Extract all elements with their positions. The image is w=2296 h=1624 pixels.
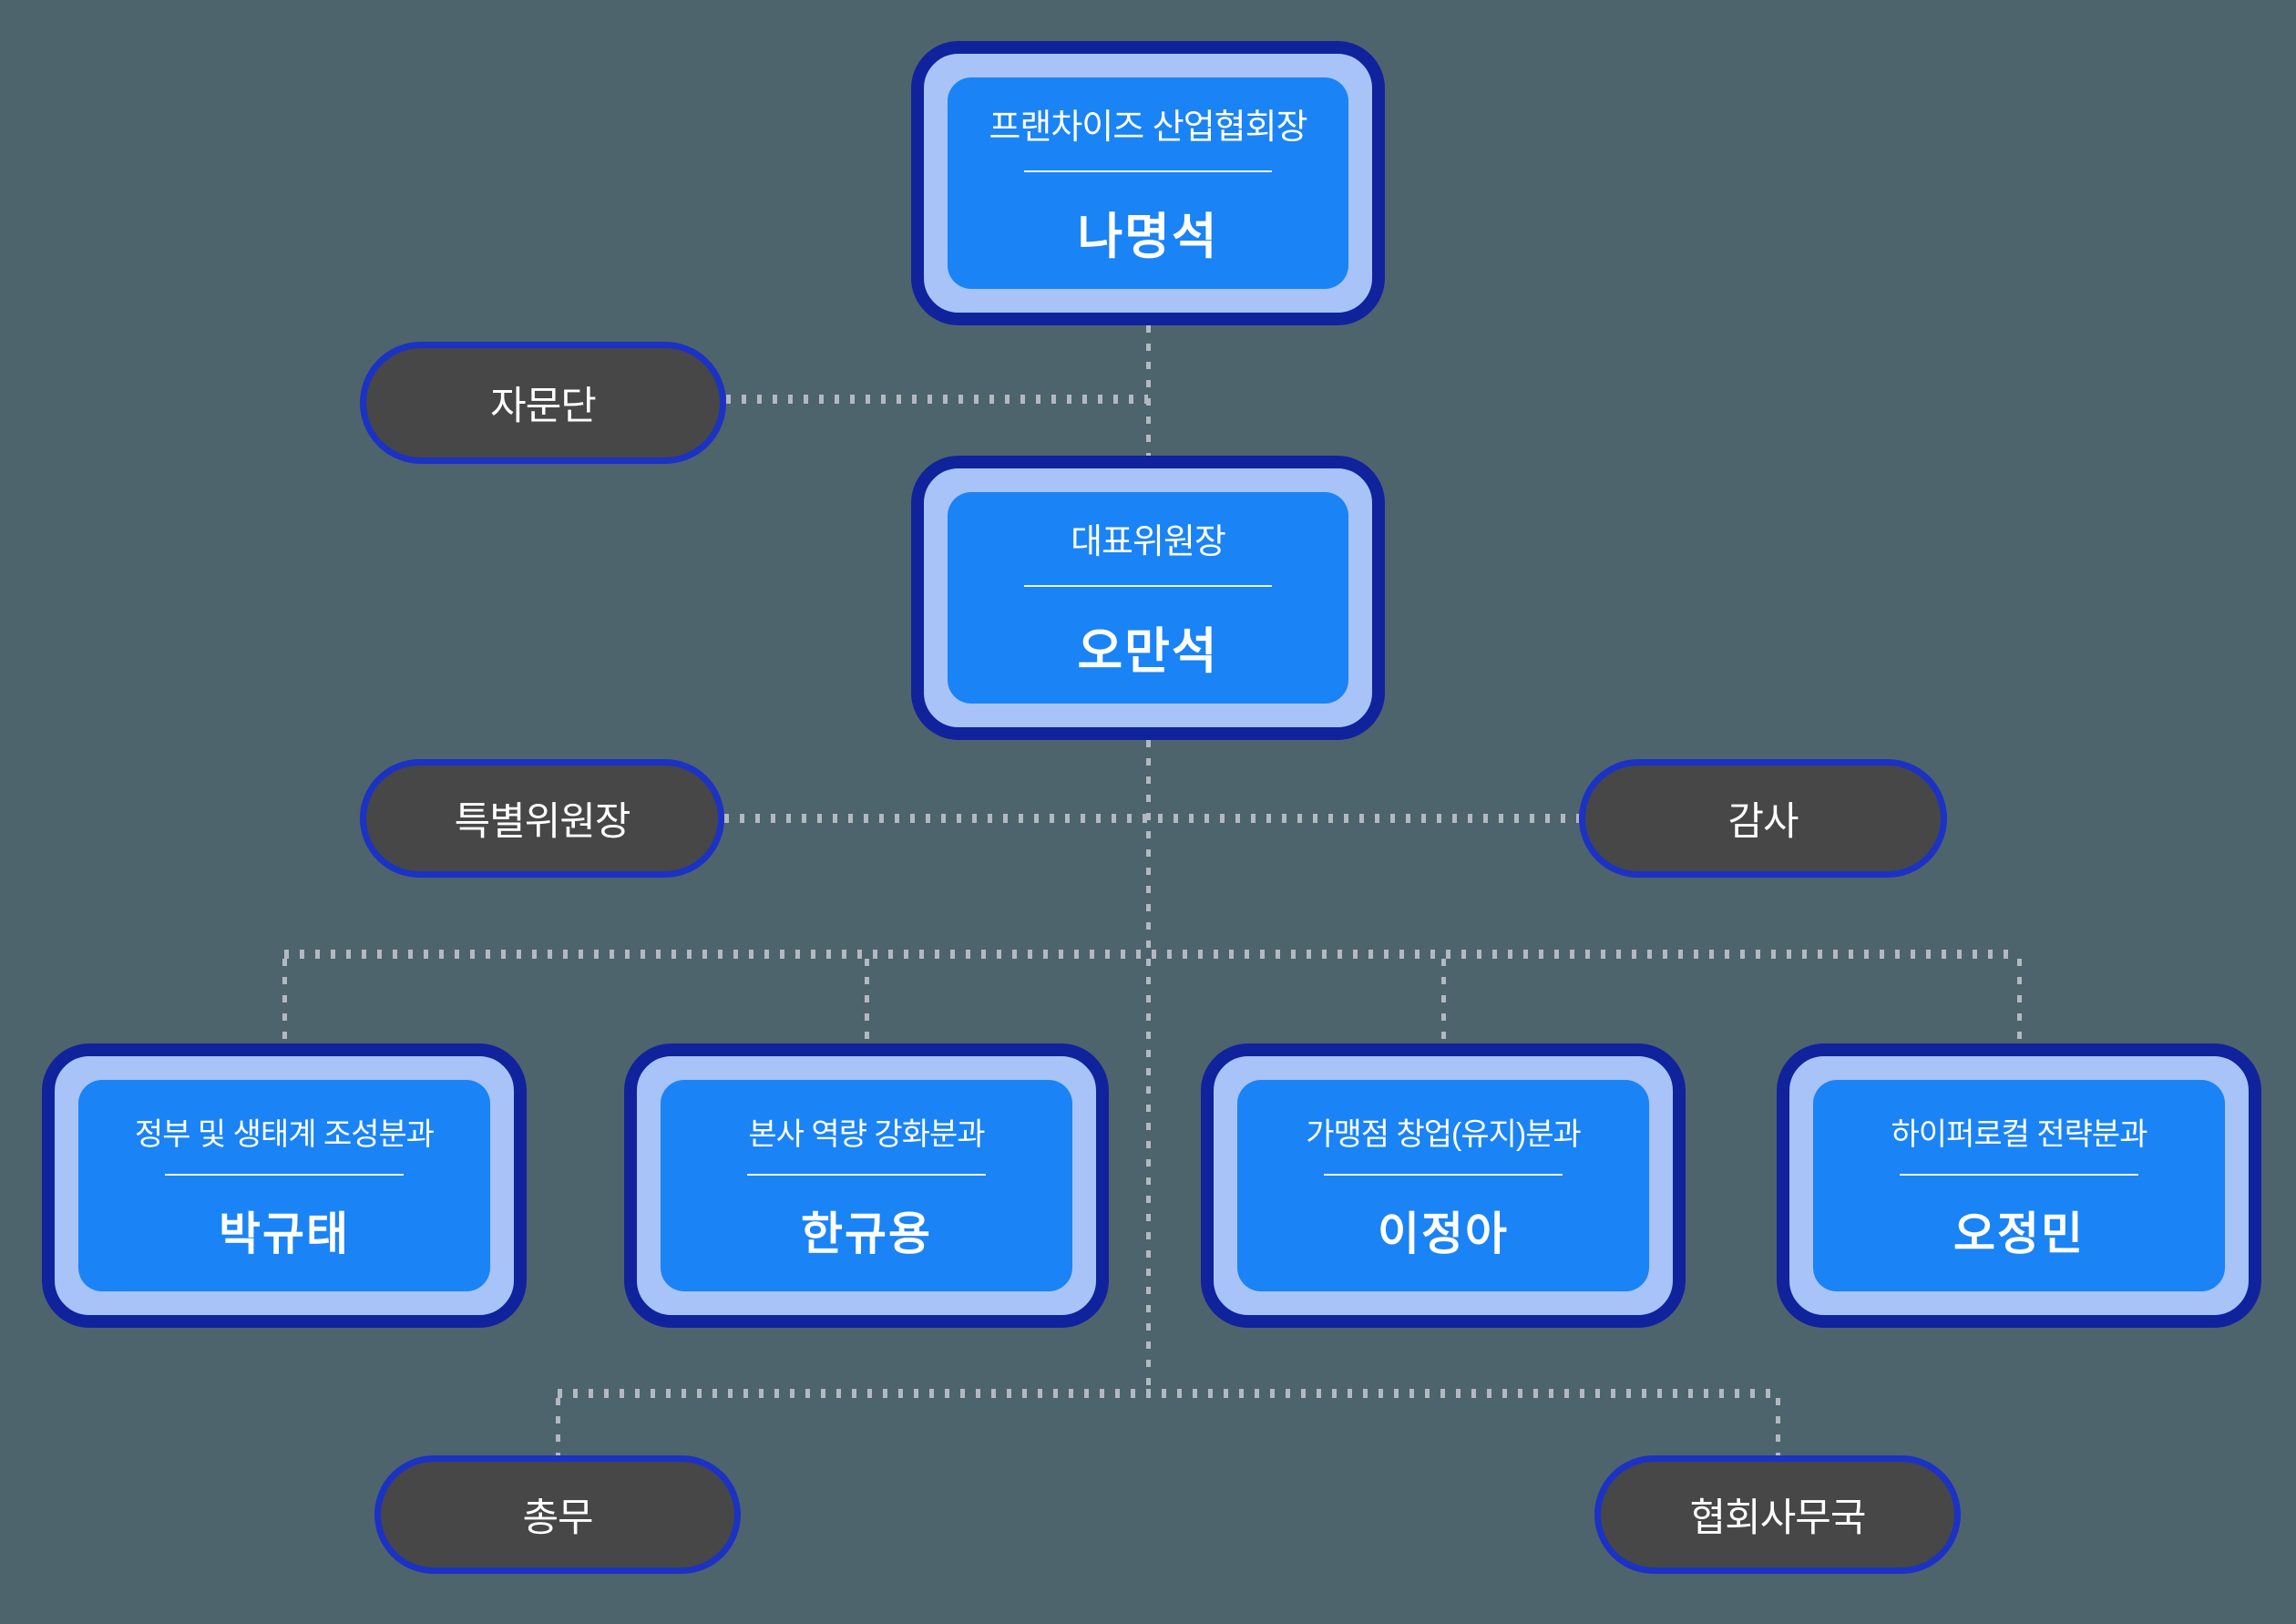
pill-general-affairs: 총무 <box>374 1455 741 1574</box>
node-division-1-name: 박규태 <box>219 1208 350 1259</box>
node-division-2-name: 한규용 <box>801 1208 932 1259</box>
node-division-4: 하이퍼로컬 전략분과 오정민 <box>1777 1043 2261 1328</box>
pill-general-affairs-label: 총무 <box>522 1496 593 1540</box>
node-division-1-body: 정부 및 생태계 조성분과 박규태 <box>78 1080 490 1291</box>
connector-branch-line <box>284 950 2019 959</box>
node-president-name: 나명석 <box>1077 210 1219 264</box>
node-chairman-body: 대표위원장 오만석 <box>948 492 1348 704</box>
divider <box>1024 170 1272 172</box>
pill-special-chair: 특별위원장 <box>360 759 724 878</box>
node-division-1: 정부 및 생태계 조성분과 박규태 <box>42 1043 527 1328</box>
node-chairman-name: 오만석 <box>1077 624 1219 679</box>
node-division-3: 가맹점 창업(유지)분과 이정아 <box>1201 1043 1686 1328</box>
node-president-body: 프랜차이즈 산업협회장 나명석 <box>948 77 1348 289</box>
connector-advisory <box>726 395 1148 404</box>
divider <box>165 1173 404 1176</box>
pill-advisory: 자문단 <box>360 342 726 464</box>
node-president-title: 프랜차이즈 산업협회장 <box>989 108 1307 147</box>
connector-chairman-branch <box>1146 740 1151 951</box>
connector-drop-division-4 <box>2017 959 2022 1043</box>
pill-advisory-label: 자문단 <box>490 385 597 428</box>
node-division-2-body: 본사 역량 강화분과 한규용 <box>661 1080 1072 1291</box>
connector-drop-division-3 <box>1441 959 1446 1043</box>
node-chairman: 대표위원장 오만석 <box>911 456 1385 740</box>
connector-president-chairman <box>1146 325 1151 456</box>
node-division-3-name: 이정아 <box>1378 1208 1509 1259</box>
node-division-2-title: 본사 역량 강화분과 <box>748 1116 985 1152</box>
connector-bottom-line <box>558 1389 1778 1398</box>
connector-drop-secretariat <box>1776 1398 1780 1455</box>
pill-secretariat: 협회사무국 <box>1594 1455 1961 1574</box>
node-chairman-title: 대표위원장 <box>1071 523 1226 561</box>
node-division-3-title: 가맹점 창업(유지)분과 <box>1306 1116 1582 1152</box>
connector-drop-division-1 <box>282 959 287 1043</box>
connector-special-auditor <box>724 814 1579 823</box>
pill-auditor-label: 감사 <box>1727 800 1799 844</box>
connector-drop-general-affairs <box>556 1398 560 1455</box>
divider <box>1324 1173 1563 1176</box>
connector-drop-division-2 <box>865 959 869 1043</box>
node-division-4-body: 하이퍼로컬 전략분과 오정민 <box>1813 1080 2225 1291</box>
pill-special-chair-label: 특별위원장 <box>454 800 631 844</box>
divider <box>747 1173 986 1176</box>
node-division-3-body: 가맹점 창업(유지)분과 이정아 <box>1237 1080 1649 1291</box>
node-division-1-title: 정부 및 생태계 조성분과 <box>134 1116 435 1152</box>
divider <box>1900 1173 2138 1176</box>
node-division-2: 본사 역량 강화분과 한규용 <box>624 1043 1109 1328</box>
pill-auditor: 감사 <box>1579 759 1947 878</box>
pill-secretariat-label: 협회사무국 <box>1689 1496 1867 1540</box>
node-president: 프랜차이즈 산업협회장 나명석 <box>911 41 1385 325</box>
divider <box>1024 585 1272 587</box>
node-division-4-title: 하이퍼로컬 전략분과 <box>1891 1116 2148 1152</box>
connector-branch-bottom <box>1146 959 1151 1389</box>
node-division-4-name: 오정민 <box>1953 1208 2085 1259</box>
